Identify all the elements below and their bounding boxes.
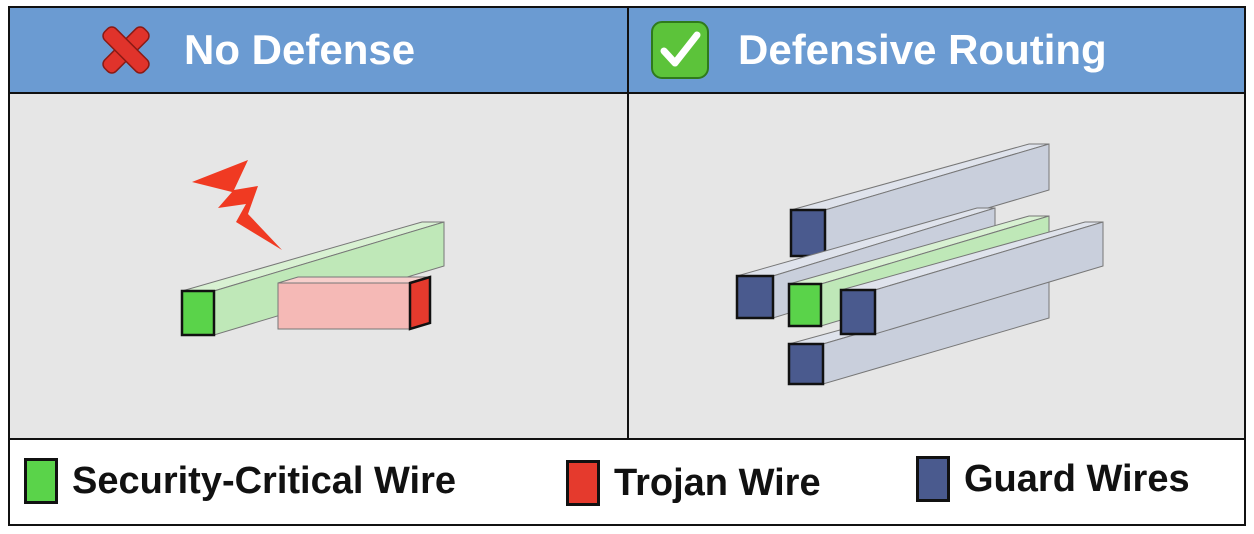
legend-label-trojan: Trojan Wire	[614, 461, 821, 504]
check-mark-icon	[651, 21, 709, 79]
legend-label-security: Security-Critical Wire	[72, 459, 457, 502]
security-critical-swatch	[24, 458, 58, 504]
panel-title-right: Defensive Routing	[738, 26, 1107, 73]
trojan-wire	[277, 275, 432, 331]
panel-divider	[627, 8, 629, 438]
figure-frame: No Defense Defensive Routing	[8, 6, 1246, 526]
lightning-bolt-icon	[192, 160, 282, 250]
guard-swatch	[916, 456, 950, 502]
legend-item-guard: Guard Wires	[916, 456, 1190, 502]
panel-title-left: No Defense	[184, 26, 416, 73]
guard-wire-right	[839, 221, 1104, 336]
legend-label-guard: Guard Wires	[964, 457, 1190, 500]
cross-mark-icon	[102, 26, 150, 74]
panel-defensive-routing	[629, 94, 1244, 438]
legend-item-trojan: Trojan Wire	[566, 460, 821, 506]
no-defense-illustration	[180, 160, 445, 337]
header-no-defense: No Defense	[10, 8, 628, 94]
legend: Security-Critical Wire Trojan Wire Guard…	[10, 438, 1244, 524]
panel-no-defense	[10, 94, 627, 438]
trojan-swatch	[566, 460, 600, 506]
defensive-routing-illustration	[735, 143, 1104, 386]
header-defensive-routing: Defensive Routing	[628, 8, 1244, 94]
legend-item-security: Security-Critical Wire	[24, 458, 456, 504]
guard-wire-top	[789, 143, 1050, 258]
